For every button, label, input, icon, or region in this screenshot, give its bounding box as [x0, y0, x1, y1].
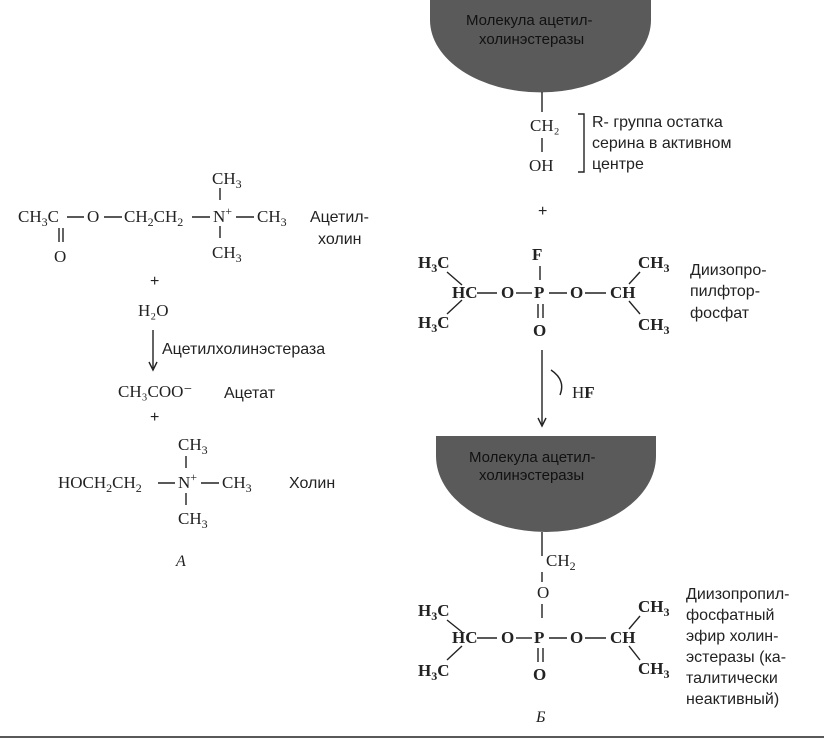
svg-text:CH2CH2: CH2CH2: [124, 207, 183, 229]
product-structure: H3C HC O P O CH CH3 H3C CH3 O: [418, 597, 670, 684]
svg-text:O: O: [533, 321, 546, 340]
acetylcholine-label-line1: Ацетил-: [310, 209, 369, 226]
svg-text:O: O: [533, 665, 546, 684]
serine-bracket: [578, 113, 585, 173]
svg-text:CH3: CH3: [638, 315, 670, 337]
svg-text:CH3: CH3: [638, 253, 670, 275]
svg-text:P: P: [534, 283, 544, 302]
reaction-arrow-b-head: [537, 417, 547, 428]
serine-note-1: R- группа остатка: [592, 114, 723, 131]
panel-b: Молекула ацетил- холинэстеразы CH₂ OH R-…: [418, 0, 790, 726]
dfp-label-3: фосфат: [690, 305, 750, 322]
acetylcholine-label-line2: холин: [318, 231, 361, 248]
svg-text:N+: N+: [178, 470, 197, 492]
product-label-1: Диизопропил-: [686, 586, 790, 603]
svg-text:O: O: [87, 207, 99, 226]
enzyme-bottom-label-2: холинэстеразы: [479, 467, 584, 484]
svg-text:O: O: [501, 628, 514, 647]
acetylcholine-structure: CH3C O CH2CH2 N+ CH3 CH3 CH3 O: [18, 169, 287, 266]
dfp-structure: F H3C HC O P O CH CH3 H3C CH3 O: [418, 245, 670, 340]
reaction-arrow-a-head: [148, 361, 158, 372]
panel-letter-a: А: [175, 553, 186, 570]
svg-text:CH3: CH3: [212, 169, 242, 191]
svg-text:CH3: CH3: [212, 243, 242, 265]
svg-text:H3C: H3C: [418, 313, 450, 335]
svg-text:O: O: [501, 283, 514, 302]
enzyme-arrow-label: Ацетилхолинэстераза: [162, 341, 325, 358]
svg-text:CH3: CH3: [178, 435, 208, 457]
panel-a: CH3C O CH2CH2 N+ CH3 CH3 CH3 O Ацетил- х…: [18, 169, 369, 570]
serine-oh: OH: [529, 156, 554, 175]
enzyme-top-label-1: Молекула ацетил-: [466, 12, 593, 29]
water-formula: H₂O: [138, 301, 168, 320]
serine-ch2: CH₂: [530, 116, 560, 135]
svg-text:HC: HC: [452, 283, 478, 302]
svg-text:CH3: CH3: [178, 509, 208, 531]
enzyme-top-label-2: холинэстеразы: [479, 31, 584, 48]
enzyme-molecule-bottom: [436, 436, 656, 532]
svg-text:H3C: H3C: [418, 661, 450, 683]
svg-text:O: O: [54, 247, 66, 266]
svg-text:CH: CH: [610, 628, 636, 647]
svg-text:O: O: [570, 628, 583, 647]
product-label-4: эстеразы (ка-: [686, 649, 786, 666]
serine-note-2: серина в активном: [592, 135, 731, 152]
svg-text:HC: HC: [452, 628, 478, 647]
product-label-3: эфир холин-: [686, 628, 778, 645]
svg-text:CH3: CH3: [257, 207, 287, 229]
svg-text:N+: N+: [213, 204, 232, 226]
svg-text:P: P: [534, 628, 544, 647]
svg-text:CH2: CH2: [546, 551, 576, 573]
svg-text:CH3: CH3: [222, 473, 252, 495]
byproduct-hf: F: [584, 383, 594, 402]
serine-note-3: центре: [592, 156, 644, 173]
product-label-2: фосфатный: [686, 607, 774, 624]
svg-text:HF: HF: [572, 383, 595, 402]
enzyme-bottom-label-1: Молекула ацетил-: [469, 449, 596, 466]
svg-text:CH3C: CH3C: [18, 207, 59, 229]
plus-sign-a1: +: [150, 273, 159, 290]
svg-text:H3C: H3C: [418, 253, 450, 275]
svg-text:HOCH2CH2: HOCH2CH2: [58, 473, 142, 495]
svg-text:O: O: [570, 283, 583, 302]
svg-text:CH3: CH3: [638, 597, 670, 619]
choline-structure: CH3 HOCH2CH2 N+ CH3 CH3: [58, 435, 252, 531]
dfp-label-1: Диизопро-: [690, 262, 767, 279]
enzyme-molecule-top: [430, 0, 652, 93]
product-label-5: талитически: [686, 670, 778, 687]
acetate-formula: CH₃COO⁻: [118, 382, 192, 401]
plus-sign-b: +: [538, 203, 547, 220]
choline-label: Холин: [289, 475, 335, 492]
plus-sign-a2: +: [150, 409, 159, 426]
acetate-label: Ацетат: [224, 385, 276, 402]
svg-text:H3C: H3C: [418, 601, 450, 623]
panel-letter-b: Б: [535, 709, 546, 726]
svg-text:CH3: CH3: [638, 659, 670, 681]
svg-text:O: O: [537, 583, 549, 602]
dfp-label-2: пилфтор-: [690, 283, 760, 300]
svg-text:CH: CH: [610, 283, 636, 302]
product-label-6: неактивный): [686, 691, 779, 708]
svg-text:F: F: [532, 245, 542, 264]
hf-release-arrow: [550, 369, 563, 396]
